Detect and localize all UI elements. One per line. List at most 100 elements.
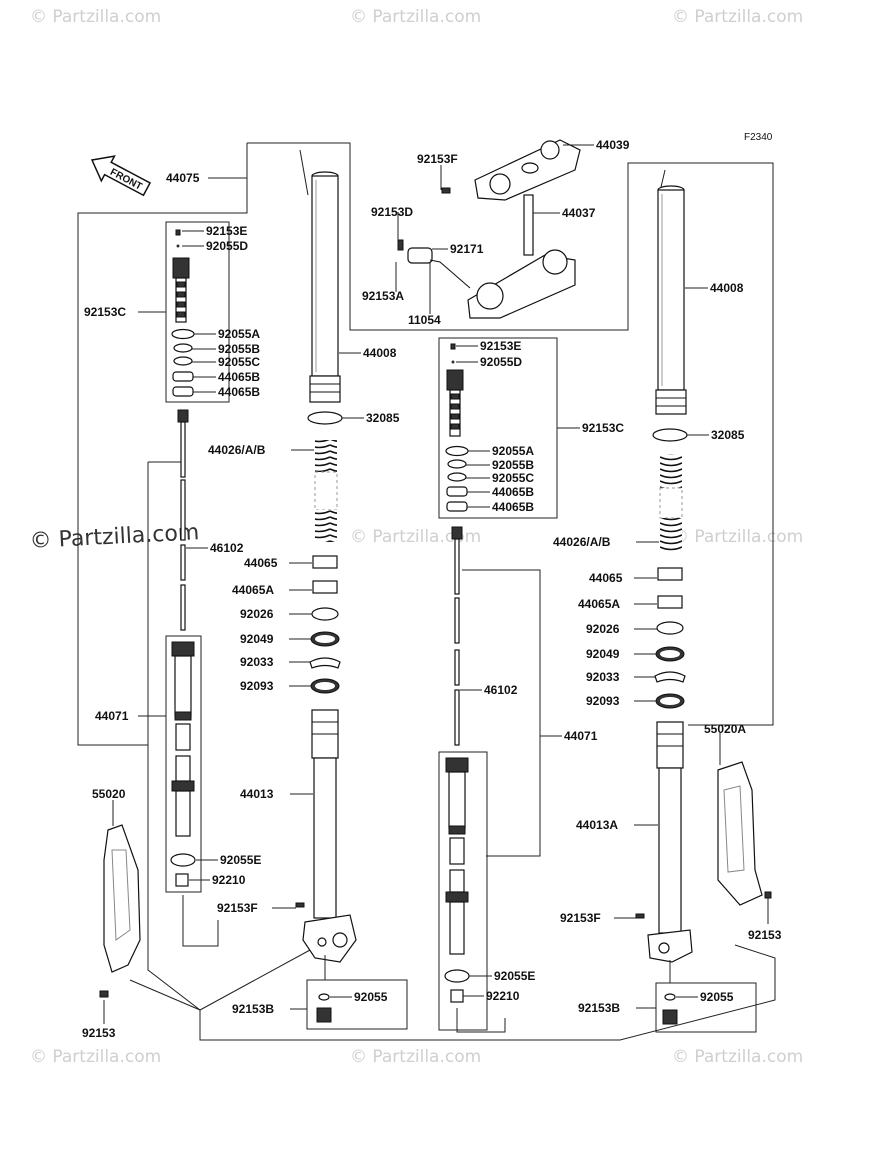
o-ring-left: [307, 411, 343, 425]
part-labels: 44075 92153F 44039 92153D 44037 92171 92…: [82, 138, 782, 1040]
bushings-seals-left: [309, 555, 341, 694]
bottom-box-left: [306, 979, 408, 1030]
label-92153C-right: 92153C: [582, 421, 624, 435]
label-44008-right: 44008: [710, 281, 744, 295]
damper-rod-left: [177, 409, 208, 631]
watermark: © Partzilla.com: [30, 7, 161, 27]
leaders-left-seals: [289, 562, 312, 687]
watermark: © Partzilla.com: [350, 1047, 481, 1067]
label-44013A: 44013A: [576, 818, 618, 832]
label-44071-right: 44071: [564, 729, 598, 743]
label-92093-left: 92093: [240, 679, 274, 693]
watermark: © Partzilla.com: [672, 7, 803, 27]
leaders-right-cartridge: [456, 345, 580, 508]
label-92055A-right: 92055A: [492, 444, 534, 458]
label-92055B-left: 92055B: [218, 342, 260, 356]
label-92055B-right: 92055B: [492, 458, 534, 472]
label-92210-left: 92210: [212, 873, 246, 887]
label-92153B-right: 92153B: [578, 1001, 620, 1015]
label-92049-right: 92049: [586, 647, 620, 661]
label-44065-left: 44065: [244, 556, 278, 570]
label-92171: 92171: [450, 242, 484, 256]
label-11054: 11054: [408, 313, 441, 327]
label-32085-right: 32085: [711, 428, 745, 442]
label-44008-left: 44008: [363, 346, 397, 360]
leader-lines: [77, 142, 776, 1041]
label-92033-right: 92033: [586, 670, 620, 684]
leaders-right-seals: [634, 577, 657, 702]
label-92153F-right: 92153F: [560, 911, 601, 925]
label-44065-right: 44065: [589, 571, 623, 585]
label-44065B-left-1: 44065B: [218, 370, 260, 384]
bushings-seals-right: [654, 567, 686, 709]
label-92153F-left: 92153F: [217, 901, 258, 915]
label-92153-left: 92153: [82, 1026, 116, 1040]
cartridge-cylinder-left: [170, 641, 196, 887]
label-92153D: 92153D: [371, 205, 413, 219]
label-44065B-right-2: 44065B: [492, 500, 534, 514]
label-92153F-top: 92153F: [417, 152, 458, 166]
watermark: © Partzilla.com: [672, 527, 803, 547]
label-92026-left: 92026: [240, 607, 274, 621]
label-46102-left: 46102: [210, 541, 244, 555]
label-92055C-right: 92055C: [492, 471, 534, 485]
leaders-top: [395, 144, 594, 314]
label-44013: 44013: [240, 787, 274, 801]
label-44065A-right: 44065A: [578, 597, 620, 611]
label-92055E-left: 92055E: [220, 853, 261, 867]
watermark: © Partzilla.com: [350, 7, 481, 27]
label-55020A: 55020A: [704, 722, 746, 736]
spring-left: [314, 440, 338, 542]
label-44037: 44037: [562, 206, 596, 220]
label-46102-right: 46102: [484, 683, 518, 697]
cartridge-cylinder-right: [444, 757, 470, 1003]
watermarks: © Partzilla.com © Partzilla.com © Partzi…: [29, 7, 803, 1067]
label-92055A-left: 92055A: [218, 327, 260, 341]
outer-tube-right: [655, 185, 687, 415]
fork-guard-left: [99, 824, 141, 998]
label-92153A: 92153A: [362, 289, 404, 303]
cartridge-right: [445, 343, 469, 512]
label-92055D-right: 92055D: [480, 355, 522, 369]
label-92033-left: 92033: [240, 655, 274, 669]
label-92153B-left: 92153B: [232, 1002, 274, 1016]
triple-clamp: [397, 139, 581, 319]
leaders-left-cartridge: [138, 230, 216, 393]
label-44026-left: 44026/A/B: [208, 443, 266, 457]
label-32085-left: 32085: [366, 411, 400, 425]
label-55020: 55020: [92, 787, 126, 801]
label-92153E-left: 92153E: [206, 224, 247, 238]
watermark: © Partzilla.com: [672, 1047, 803, 1067]
label-92210-right: 92210: [486, 989, 520, 1003]
label-44026-right: 44026/A/B: [553, 535, 611, 549]
cylinder-box-right: [438, 751, 488, 1031]
label-92153E-right: 92153E: [480, 339, 521, 353]
watermark-large: © Partzilla.com: [29, 520, 200, 554]
label-92055E-right: 92055E: [494, 969, 535, 983]
cylinder-box-left: [165, 635, 202, 893]
fork-guard-right: [717, 761, 772, 906]
o-ring-right: [652, 428, 688, 442]
inner-tube-left: [302, 709, 357, 963]
watermark: © Partzilla.com: [350, 527, 481, 547]
label-92055-right: 92055: [700, 990, 734, 1004]
label-44039: 44039: [596, 138, 630, 152]
spring-right: [659, 454, 683, 552]
label-92049-left: 92049: [240, 632, 274, 646]
label-92055C-left: 92055C: [218, 355, 260, 369]
label-44065A-left: 44065A: [232, 583, 274, 597]
figure-code: F2340: [744, 132, 773, 143]
outer-tube-left: [309, 171, 341, 403]
inner-tube-right: [647, 721, 693, 963]
label-92093-right: 92093: [586, 694, 620, 708]
label-44065B-left-2: 44065B: [218, 385, 260, 399]
cartridge-left: [171, 229, 195, 397]
front-arrow-icon: FRONT: [90, 155, 152, 197]
label-92153-right: 92153: [748, 928, 782, 942]
watermark: © Partzilla.com: [30, 1047, 161, 1067]
damper-rod-right: [451, 526, 463, 746]
label-92153C-left: 92153C: [84, 305, 126, 319]
label-92055D-left: 92055D: [206, 239, 248, 253]
label-44065B-right-1: 44065B: [492, 485, 534, 499]
